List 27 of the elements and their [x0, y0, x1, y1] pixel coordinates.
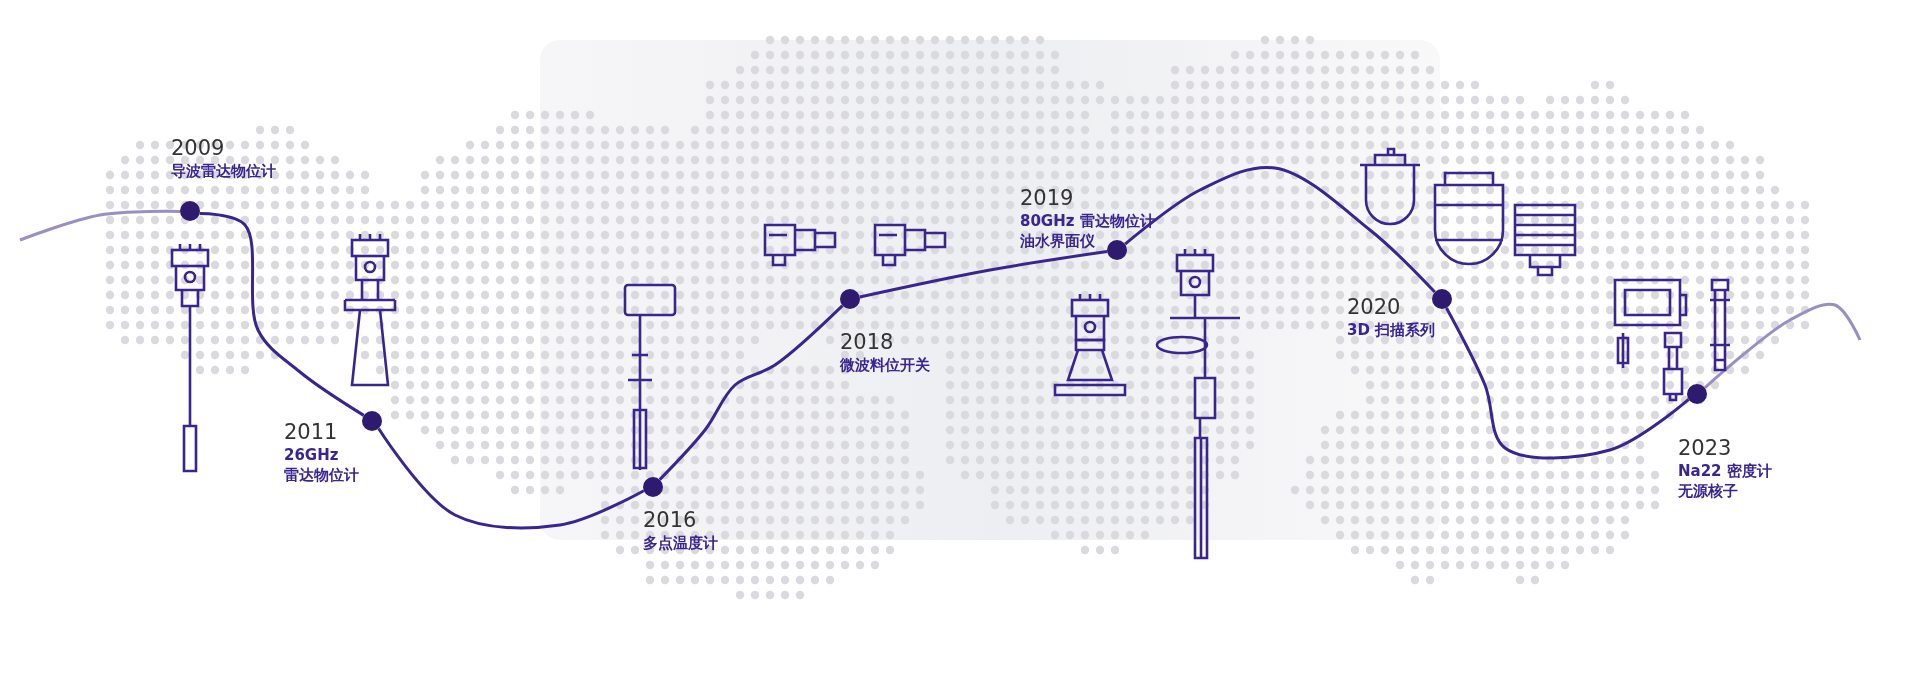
timeline-curve — [19, 209, 181, 242]
milestone-dot — [362, 411, 382, 431]
milestone-label: 微波料位开关 — [840, 355, 930, 376]
timeline-curve — [658, 304, 844, 481]
timeline-curve — [199, 211, 365, 417]
timeline-curve — [1703, 302, 1862, 389]
milestone-label: 无源核子 — [1678, 481, 1739, 502]
milestone-dot — [1432, 289, 1452, 309]
year-label: 2016 — [643, 508, 698, 534]
milestone-label: 导波雷达物位计 — [171, 161, 276, 182]
milestone-label: Na22 密度计 — [1678, 461, 1772, 482]
milestone-label: 油水界面仪 — [1020, 231, 1096, 252]
year-label: 2019 — [1020, 186, 1075, 212]
year-label: 2009 — [171, 136, 226, 162]
milestone-dot — [1687, 384, 1707, 404]
milestone-label: 多点温度计 — [643, 533, 718, 554]
year-label: 2020 — [1347, 295, 1402, 321]
milestone-label: 26GHz 雷达物位计 — [284, 445, 360, 486]
timeline-curve — [1445, 307, 1690, 460]
timeline-curve — [377, 427, 645, 530]
timeline-curve — [859, 250, 1108, 299]
year-label: 2011 — [284, 420, 339, 446]
milestone-dot — [180, 201, 200, 221]
timeline-curve — [1124, 165, 1436, 294]
milestone-label: 3D 扫描系列 — [1347, 320, 1436, 341]
year-label: 2018 — [840, 330, 895, 356]
year-label: 2023 — [1678, 436, 1733, 462]
